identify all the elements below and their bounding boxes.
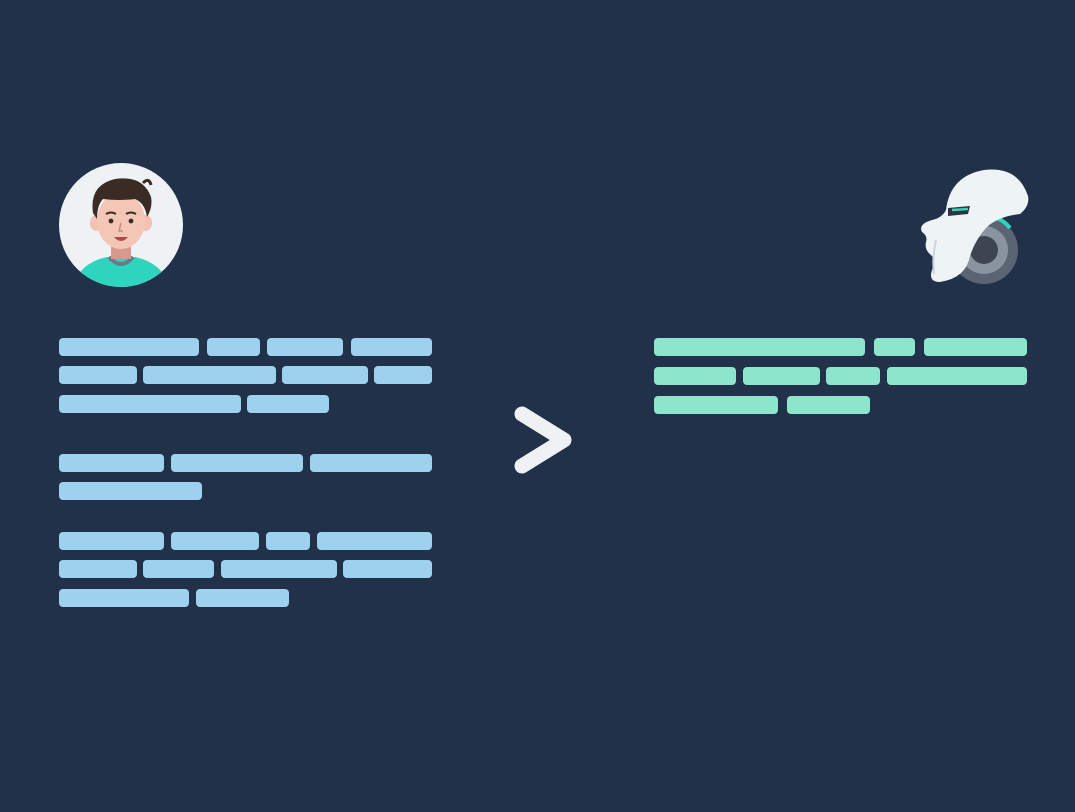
text-placeholder-bar [310,454,432,472]
text-placeholder-bar [171,454,303,472]
text-placeholder-bar [143,560,214,578]
text-placeholder-bar [343,560,432,578]
text-placeholder-bar [171,532,259,550]
robot-head-icon [921,169,1029,284]
text-placeholder-bar [196,589,289,607]
text-placeholder-bar [207,338,260,356]
text-placeholder-bar [267,338,343,356]
text-placeholder-bar [826,367,880,385]
text-placeholder-bar [351,338,432,356]
text-placeholder-bar [654,367,736,385]
text-placeholder-bar [247,395,329,413]
robot-head [918,166,1030,284]
text-placeholder-bar [654,396,778,414]
text-placeholder-bar [266,532,310,550]
text-placeholder-bar [59,560,137,578]
chevron-right-icon [514,406,572,474]
text-placeholder-bar [143,366,276,384]
text-placeholder-bar [874,338,915,356]
text-placeholder-bar [787,396,870,414]
text-placeholder-bar [743,367,820,385]
text-placeholder-bar [59,482,202,500]
text-placeholder-bar [374,366,432,384]
text-placeholder-bar [887,367,1027,385]
text-placeholder-bar [59,454,164,472]
human-avatar-icon [73,178,169,287]
text-placeholder-bar [59,395,241,413]
text-placeholder-bar [221,560,337,578]
text-placeholder-bar [924,338,1027,356]
text-placeholder-bar [59,589,189,607]
text-placeholder-bar [317,532,432,550]
text-placeholder-bar [59,338,199,356]
arrow [510,402,576,478]
human-avatar [59,163,183,287]
text-placeholder-bar [282,366,368,384]
text-placeholder-bar [59,366,137,384]
text-placeholder-bar [59,532,164,550]
text-placeholder-bar [654,338,865,356]
